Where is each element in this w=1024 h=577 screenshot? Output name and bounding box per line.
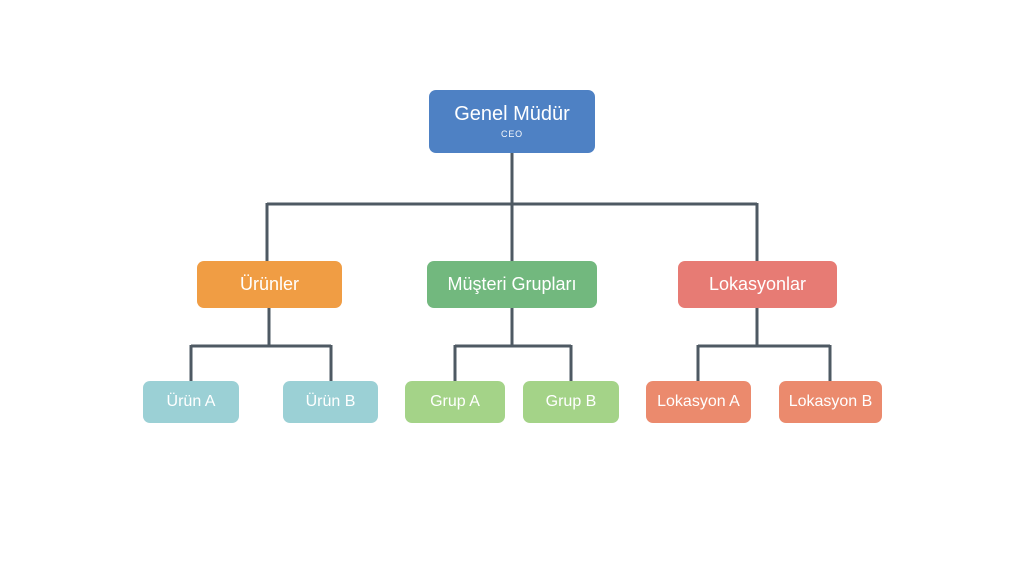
org-node-title: Ürün B	[305, 392, 356, 410]
org-node-title: Lokasyonlar	[708, 274, 807, 295]
org-node-lokasyon-a[interactable]: Lokasyon A	[646, 381, 751, 423]
org-node-lokasyon-b[interactable]: Lokasyon B	[779, 381, 882, 423]
org-node-urun-b[interactable]: Ürün B	[283, 381, 378, 423]
org-node-grup-a[interactable]: Grup A	[405, 381, 505, 423]
org-node-genel-mudur[interactable]: Genel Müdür CEO	[429, 90, 595, 153]
org-node-urun-a[interactable]: Ürün A	[143, 381, 239, 423]
org-node-lokasyonlar[interactable]: Lokasyonlar	[678, 261, 837, 308]
org-node-title: Lokasyon A	[657, 392, 740, 410]
org-node-title: Ürün A	[166, 392, 216, 410]
org-node-title: Genel Müdür	[454, 103, 570, 126]
org-node-urunler[interactable]: Ürünler	[197, 261, 342, 308]
org-node-title: Grup A	[430, 392, 480, 410]
org-node-title: Müşteri Grupları	[447, 274, 577, 295]
org-node-musteri-gruplari[interactable]: Müşteri Grupları	[427, 261, 597, 308]
org-node-title: Grup B	[545, 392, 597, 410]
org-node-grup-b[interactable]: Grup B	[523, 381, 619, 423]
org-node-title: Lokasyon B	[788, 392, 873, 410]
org-node-title: Ürünler	[239, 274, 300, 295]
org-node-subtitle: CEO	[501, 129, 523, 140]
